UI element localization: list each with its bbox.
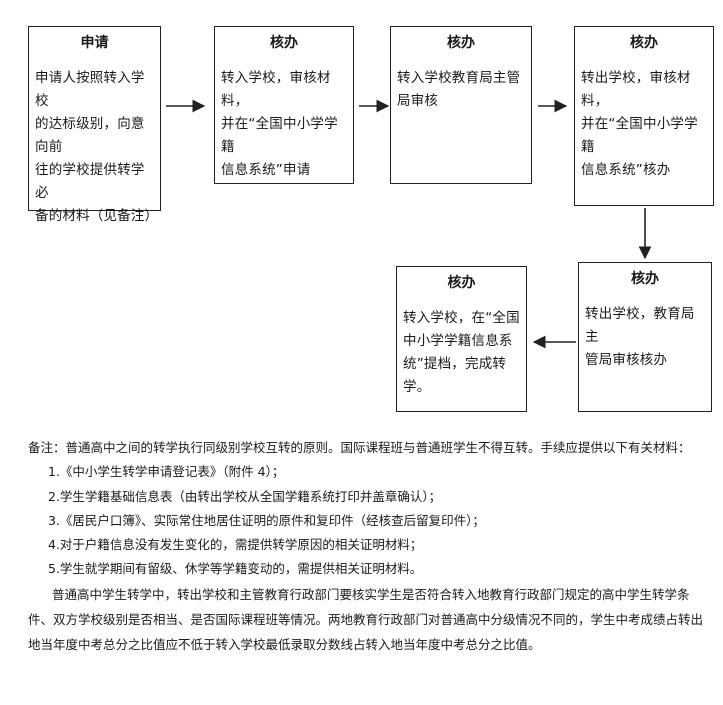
step-title: 核办 <box>447 35 475 51</box>
step-title: 核办 <box>270 35 298 51</box>
step-transfer-out-bureau-box: 核办 转出学校，教育局主 管局审核核办 <box>578 262 712 412</box>
step-transfer-in-bureau-box: 核办 转入学校教育局主管 局审核 <box>390 26 532 184</box>
step-complete-transfer-box: 核办 转入学校，在“全国 中小学学籍信息系 统”提档，完成转学。 <box>396 266 527 412</box>
notes-paragraph: 普通高中学生转学中，转出学校和主管教育行政部门要核实学生是否符合转入地教育行政部… <box>28 586 704 652</box>
notes-item: 4.对于户籍信息没有发生变化的，需提供转学原因的相关证明材料； <box>48 537 423 553</box>
step-title: 核办 <box>631 271 659 287</box>
step-apply-box: 申请 申请人按照转入学校 的达标级别，向意向前 往的学校提供转学必 备的材料（见… <box>28 26 161 224</box>
notes-item: 5.学生就学期间有留级、休学等学籍变动的，需提供相关证明材料。 <box>48 561 423 577</box>
step-title: 核办 <box>447 275 476 291</box>
step-body: 申请人按照转入学校 的达标级别，向意向前 往的学校提供转学必 备的材料（见备注） <box>35 70 159 224</box>
step-title: 申请 <box>80 35 109 51</box>
notes-item: 1.《中小学生转学申请登记表》（附件 4）； <box>48 464 285 480</box>
step-transfer-out-review-box: 核办 转出学校，审核材料， 并在“全国中小学学籍 信息系统”核办 <box>574 26 714 206</box>
step-title: 核办 <box>630 35 658 51</box>
step-body: 转入学校教育局主管 局审核 <box>397 70 521 109</box>
step-body: 转出学校，教育局主 管局审核核办 <box>585 306 695 368</box>
step-transfer-in-apply-box: 核办 转入学校，审核材料， 并在“全国中小学学籍 信息系统”申请 <box>214 26 354 184</box>
step-body: 转入学校，审核材料， 并在“全国中小学学籍 信息系统”申请 <box>221 70 338 178</box>
flow-arrows <box>166 99 652 349</box>
notes-item: 3.《居民户口簿》、实际常住地居住证明的原件和复印件（经核查后留复印件）； <box>48 512 485 528</box>
notes-item: 2.学生学籍基础信息表（由转出学校从全国学籍系统打印并盖章确认）； <box>48 488 442 504</box>
notes-section: 备注：普通高中之间的转学执行同级别学校互转的原则。国际课程班与普通班学生不得互转… <box>28 436 708 657</box>
step-body: 转出学校，审核材料， 并在“全国中小学学籍 信息系统”核办 <box>581 70 698 178</box>
step-body: 转入学校，在“全国 中小学学籍信息系 统”提档，完成转学。 <box>403 310 520 395</box>
notes-intro: 备注：普通高中之间的转学执行同级别学校互转的原则。国际课程班与普通班学生不得互转… <box>28 440 691 455</box>
